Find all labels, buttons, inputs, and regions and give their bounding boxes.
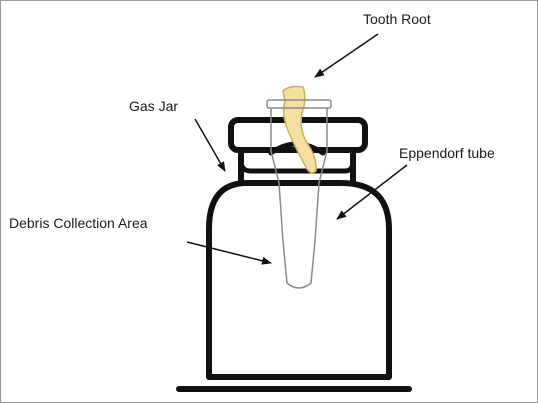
eppendorf-tube-body	[270, 108, 328, 289]
tooth-root-label: Tooth Root	[363, 11, 431, 27]
jar-body	[206, 180, 392, 380]
jar-lid-band	[238, 150, 356, 174]
eppendorf-tube-label: Eppendorf tube	[399, 145, 495, 161]
eppendorf-cap	[266, 99, 332, 109]
jar-neck	[238, 146, 356, 186]
arrow-eppendorf-tube	[336, 164, 408, 220]
debris-collection-area-label: Debris Collection Area	[9, 215, 148, 231]
arrow-debris-area	[186, 241, 272, 265]
arrow-gas-jar	[194, 118, 226, 172]
gas-jar-label: Gas Jar	[129, 98, 179, 114]
arrow-tooth-root	[314, 33, 379, 78]
